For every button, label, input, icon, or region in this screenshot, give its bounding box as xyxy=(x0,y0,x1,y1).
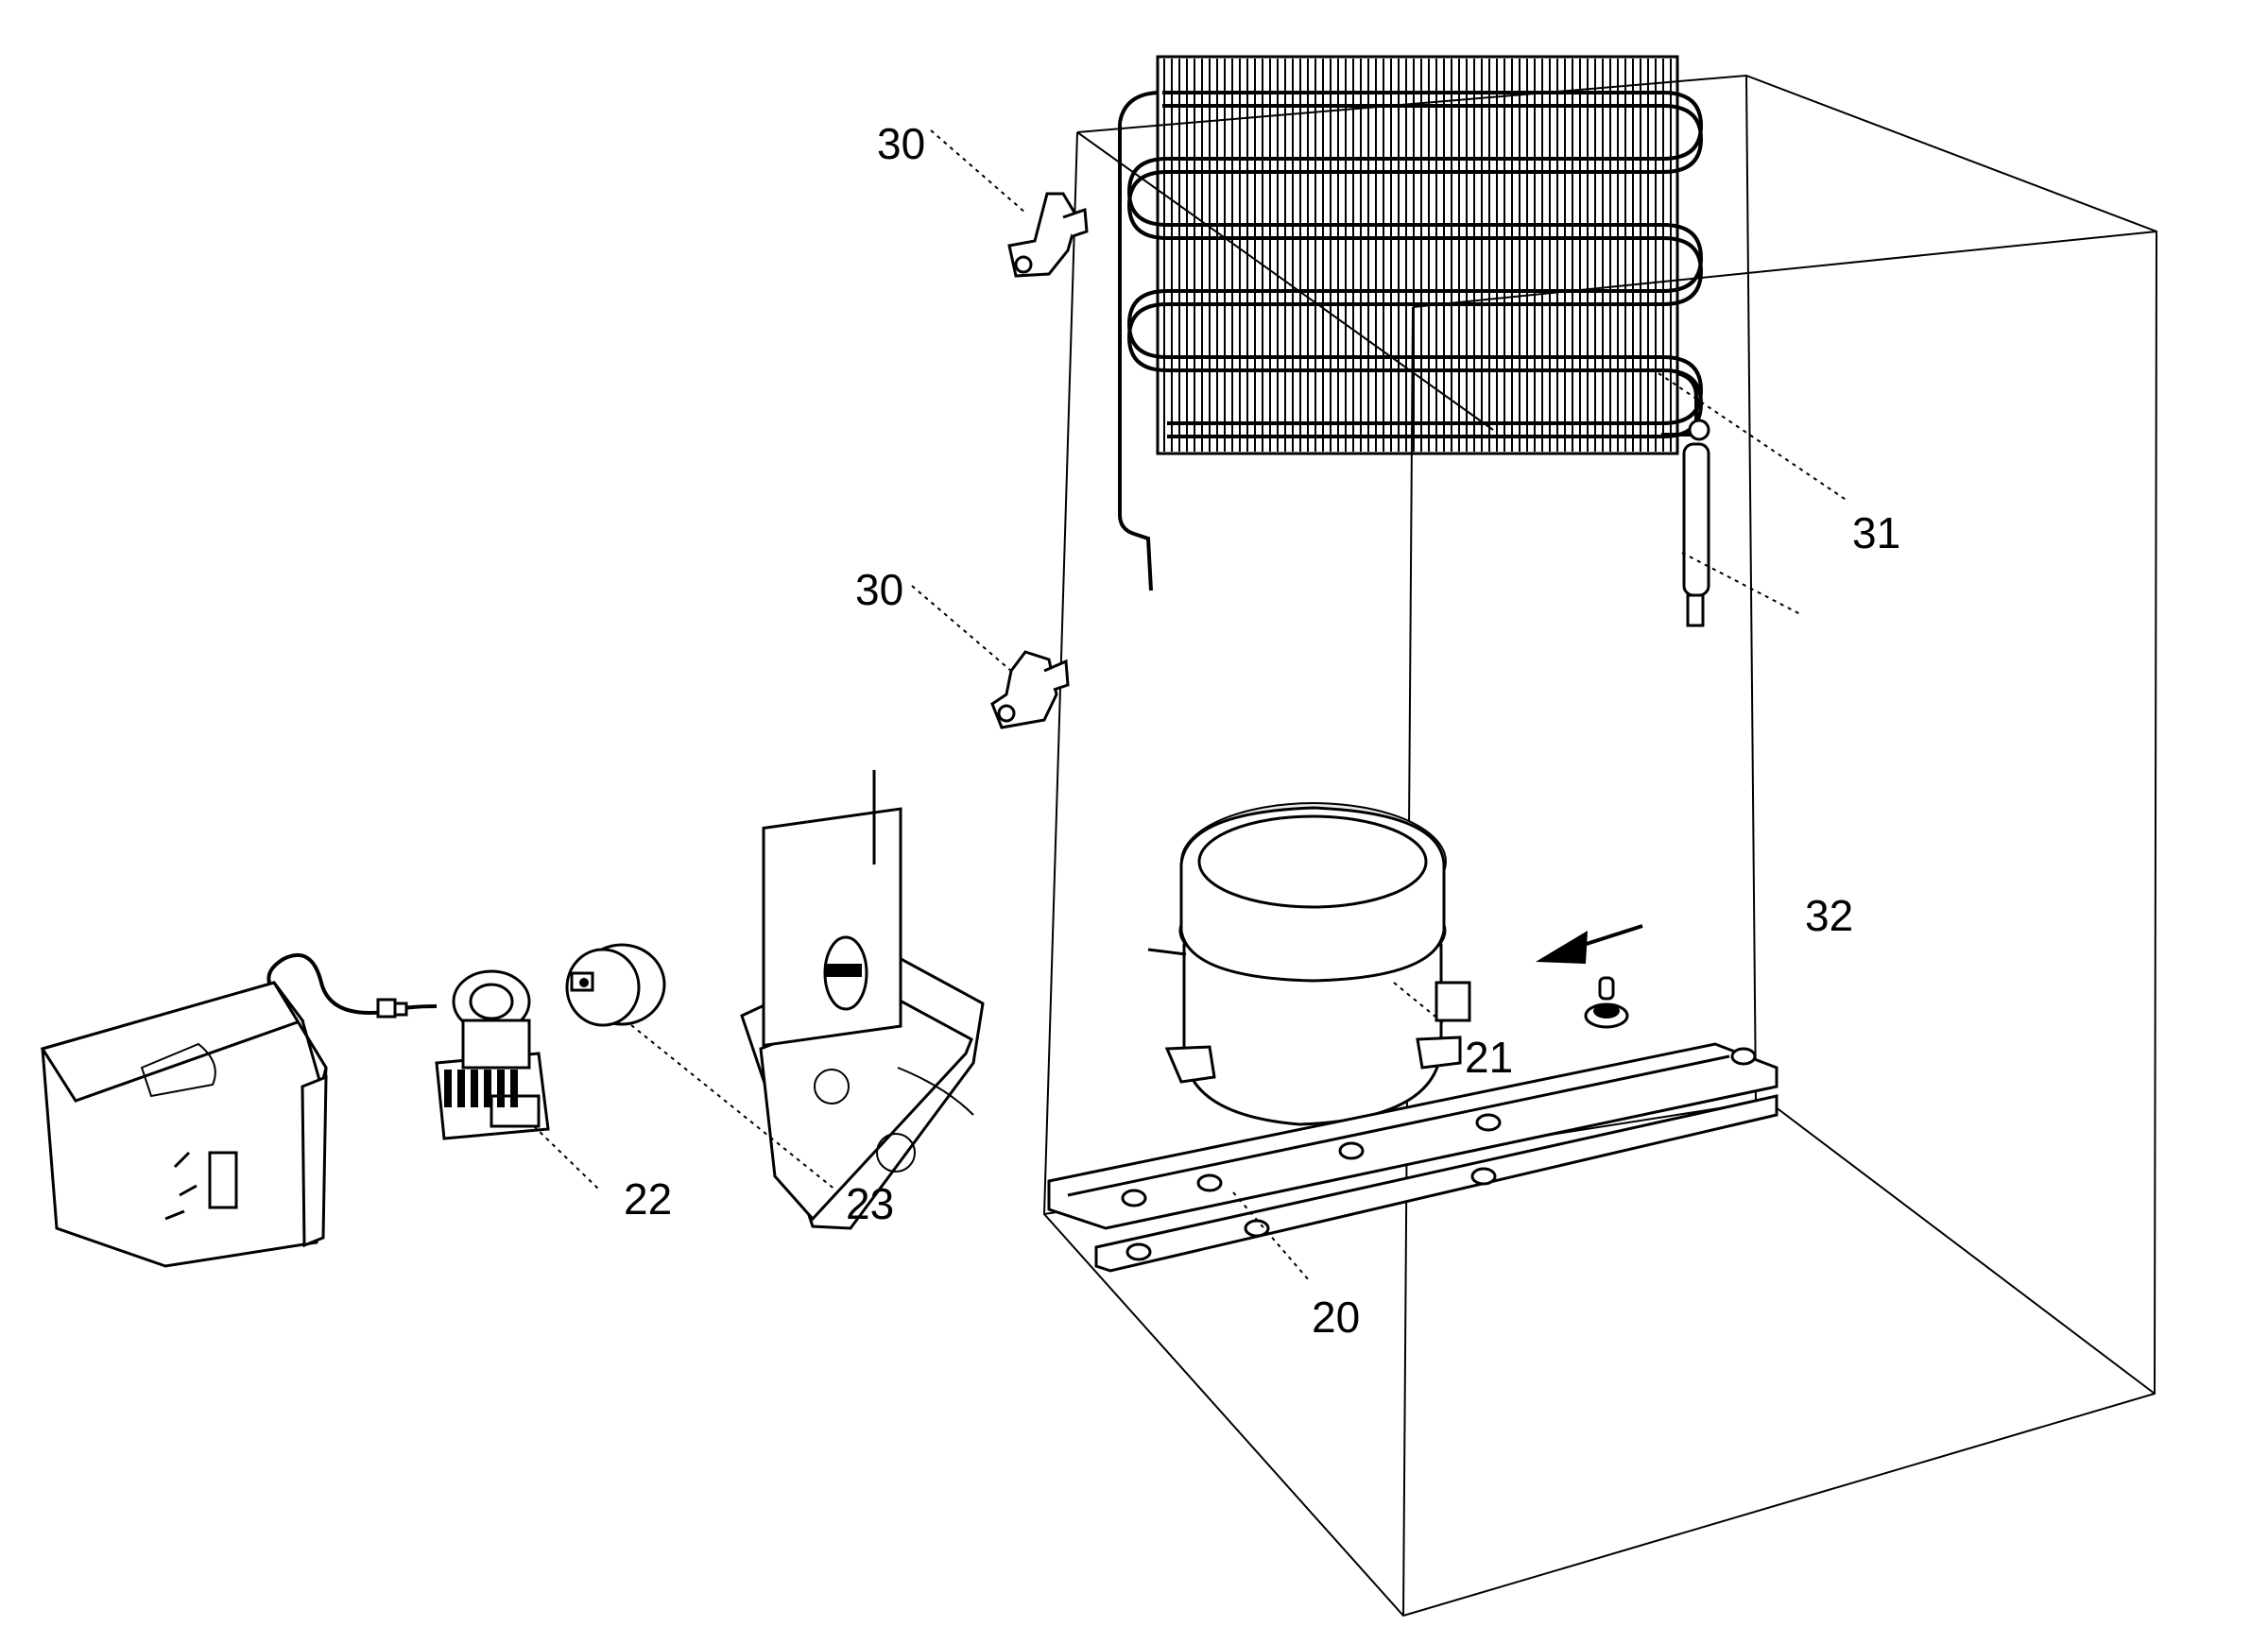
hinge-bracket-upper xyxy=(1007,192,1089,278)
hinge-bracket-lower xyxy=(990,650,1070,729)
base-rails xyxy=(1047,1042,1778,1273)
starter-relay xyxy=(251,953,550,1140)
mounting-plate xyxy=(740,770,985,1230)
callout-30-upper: 30 xyxy=(877,119,925,168)
callout-31: 31 xyxy=(1852,508,1900,557)
callout-21: 21 xyxy=(1465,1033,1513,1082)
compressor xyxy=(1147,802,1471,1126)
callout-30-lower: 30 xyxy=(855,565,903,614)
callout-20: 20 xyxy=(1312,1293,1360,1342)
thermal-protector xyxy=(565,943,666,1027)
service-valve xyxy=(1584,976,1629,1029)
condenser-grid xyxy=(1118,55,1704,591)
callout-32: 32 xyxy=(1805,891,1853,940)
callout-23: 23 xyxy=(846,1179,894,1228)
callout-22: 22 xyxy=(624,1174,672,1224)
terminal-cover xyxy=(40,981,328,1268)
direction-arrow xyxy=(1536,924,1643,964)
leader-lines xyxy=(533,129,1848,1281)
dryer-filter xyxy=(1661,419,1710,627)
